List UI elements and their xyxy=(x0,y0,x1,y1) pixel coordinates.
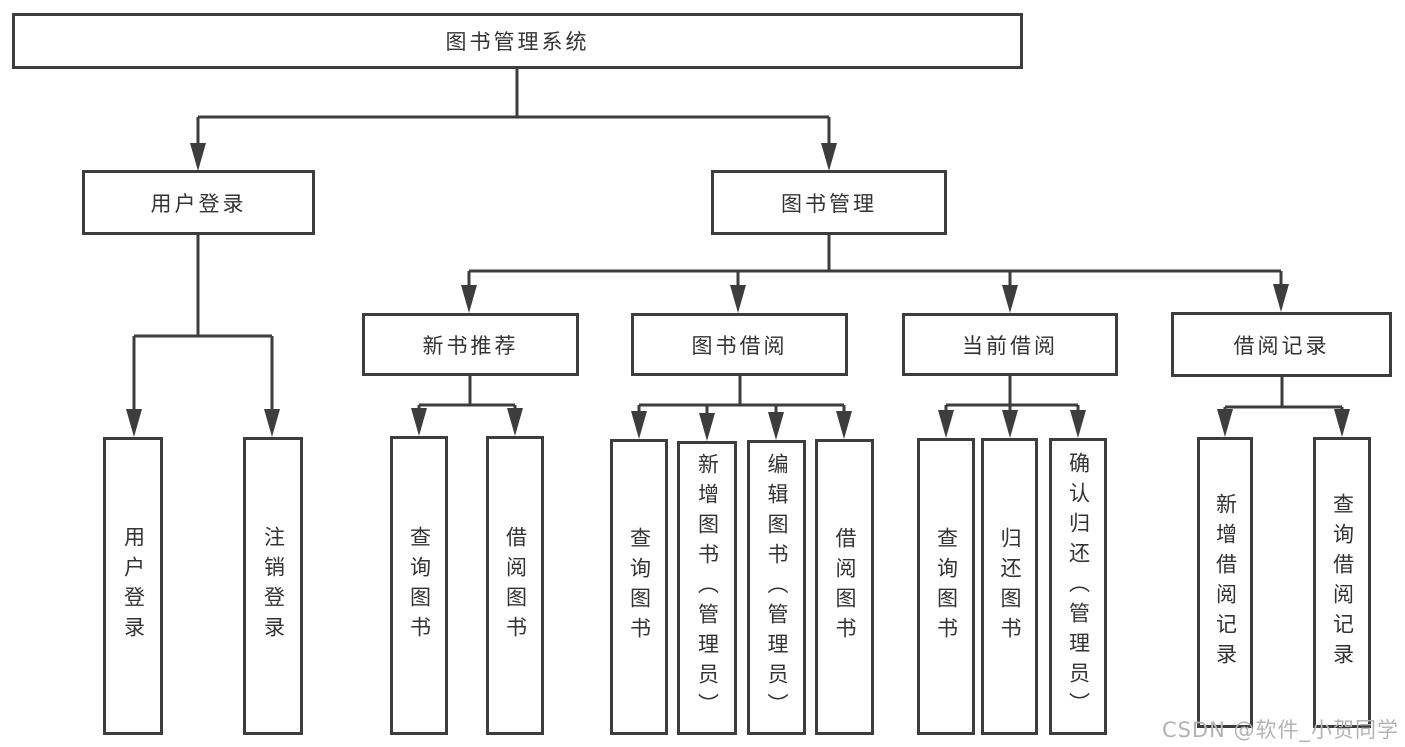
arrowhead xyxy=(126,409,142,437)
arrowhead xyxy=(1334,409,1350,437)
leaf-query-books-2: 查询图书 xyxy=(610,439,668,735)
arrowhead xyxy=(1217,409,1233,437)
arrowhead xyxy=(631,411,647,439)
arrowhead xyxy=(1273,284,1289,312)
node-book-borrow: 图书借阅 xyxy=(631,313,848,376)
leaf-query-books-3: 查询图书 xyxy=(917,438,975,735)
arrowhead xyxy=(730,285,746,313)
leaf-edit-book-admin: 编辑图书（管理员） xyxy=(747,440,806,735)
node-user-login: 用户登录 xyxy=(82,170,315,235)
leaf-confirm-return-admin: 确认归还（管理员） xyxy=(1049,438,1107,735)
arrowhead xyxy=(507,408,523,436)
leaf-logout: 注销登录 xyxy=(243,437,303,735)
leaf-return-books: 归还图书 xyxy=(981,438,1038,735)
node-new-book-recommend: 新书推荐 xyxy=(362,313,579,376)
arrowhead xyxy=(1002,410,1018,438)
arrowhead xyxy=(411,408,427,436)
arrowhead xyxy=(461,285,477,313)
arrowhead xyxy=(264,409,280,437)
leaf-add-book-admin: 新增图书（管理员） xyxy=(677,441,737,735)
node-borrow-records: 借阅记录 xyxy=(1171,312,1392,377)
node-root-library-system: 图书管理系统 xyxy=(12,13,1023,69)
connector-current-borrow xyxy=(944,376,1080,433)
connector-root xyxy=(196,68,831,166)
leaf-user-login: 用户登录 xyxy=(103,437,163,735)
leaf-query-borrow-record: 查询借阅记录 xyxy=(1313,437,1371,728)
arrowhead xyxy=(836,411,852,439)
node-book-management: 图书管理 xyxy=(711,170,947,235)
arrowhead xyxy=(699,413,715,441)
leaf-add-borrow-record: 新增借阅记录 xyxy=(1197,437,1253,728)
connector-user-login xyxy=(132,235,274,432)
node-current-borrow: 当前借阅 xyxy=(902,313,1118,376)
leaf-borrow-books-2: 借阅图书 xyxy=(815,439,874,735)
connector-book-borrow xyxy=(637,376,846,436)
arrowhead xyxy=(821,143,837,171)
watermark: CSDN @软件_小贺同学 xyxy=(1161,718,1399,742)
arrowhead xyxy=(1070,410,1086,438)
connector-new-book-recommend xyxy=(417,376,517,431)
arrowhead xyxy=(938,410,954,438)
leaf-borrow-books-1: 借阅图书 xyxy=(486,436,544,735)
arrowhead xyxy=(1002,285,1018,313)
arrowhead xyxy=(190,143,206,171)
leaf-query-books-1: 查询图书 xyxy=(390,436,448,735)
connector-book-management xyxy=(467,235,1283,308)
arrowhead xyxy=(768,412,784,440)
connector-borrow-records xyxy=(1223,377,1344,432)
